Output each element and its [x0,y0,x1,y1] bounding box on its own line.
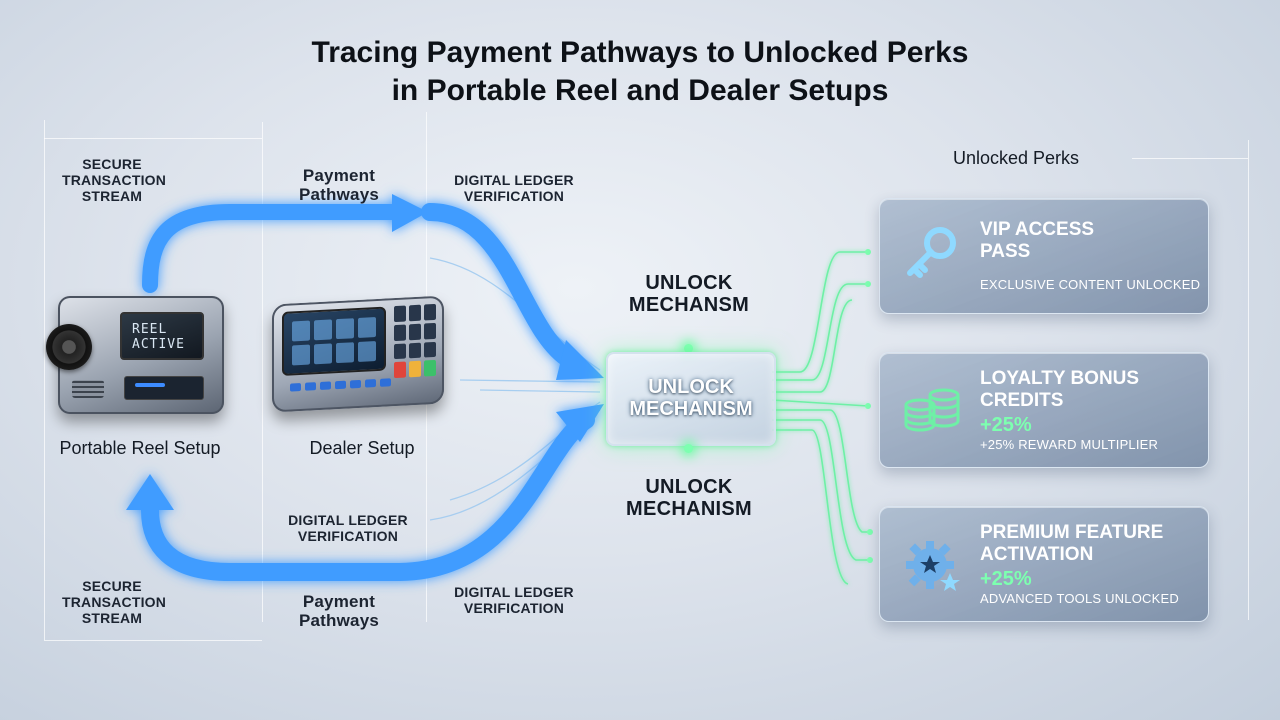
reel-vent [72,380,104,398]
digital-ledger-label-middle: DIGITAL LEDGER VERIFICATION [288,512,408,544]
glow-dot-bottom [684,444,693,453]
arrow-head-unlock-top [556,340,604,380]
arrow-head-reel-return [126,474,174,510]
guide-line [44,138,262,139]
dealer-function-keys [290,378,391,392]
payment-pathway-top [142,204,403,293]
perk-bonus: +25% [980,414,1032,436]
guide-line [44,120,45,640]
perk-description: EXCLUSIVE CONTENT UNLOCKED [980,277,1201,292]
digital-ledger-label-bottom: DIGITAL LEDGER VERIFICATION [454,584,574,616]
payment-pathway-top-to-unlock [421,203,579,369]
coins-icon [904,388,960,432]
arrow-head-top [392,194,428,232]
secure-transaction-stream-label-top: SECURE TRANSACTION STREAM [62,156,167,204]
guide-line [1132,158,1248,159]
dealer-setup-label: Dealer Setup [309,438,415,458]
digital-ledger-label-top: DIGITAL LEDGER VERIFICATION [454,172,574,204]
perk-bonus: +25% [980,568,1032,590]
reel-screen: REEL ACTIVE [120,312,204,360]
guide-line [262,122,263,622]
unlock-mechanism-bottom-label: UNLOCK MECHANISM [625,476,753,520]
diagram-title: Tracing Payment Pathways to Unlocked Per… [0,34,1280,110]
title-line-2: in Portable Reel and Dealer Setups [391,74,889,107]
perk-description: ADVANCED TOOLS UNLOCKED [980,591,1179,606]
guide-line [1248,140,1249,620]
portable-reel-device: REEL ACTIVE [46,296,224,414]
portable-reel-label: Portable Reel Setup [59,438,221,458]
arrow-head-unlock-bottom [556,404,604,442]
secure-transaction-stream-label-bottom: SECURE TRANSACTION STREAM [62,578,167,626]
perk-card-premium-feature: PREMIUM FEATURE ACTIVATION +25% ADVANCED… [879,506,1209,622]
perk-title: PREMIUM FEATURE ACTIVATION [980,522,1164,565]
guide-line [44,640,262,641]
payment-pathway-bottom [141,411,595,581]
dealer-screen [282,306,386,376]
unlock-mechanism-top-label: UNLOCK MECHANSM [628,272,750,316]
glow-dot-top [684,344,693,353]
perk-card-loyalty-bonus: LOYALTY BONUS CREDITS +25% +25% REWARD M… [879,352,1209,468]
perk-title: VIP ACCESS PASS [980,219,1095,262]
reel-card-slot [124,376,204,400]
payment-pathways-label-bottom: Payment Pathways [298,592,380,630]
unlock-mechanism-box: UNLOCK MECHANISM [606,352,776,446]
dealer-terminal-device [272,295,444,413]
perk-title: LOYALTY BONUS CREDITS [980,368,1140,411]
title-line-1: Tracing Payment Pathways to Unlocked Per… [311,36,969,69]
reel-knob-icon [46,324,92,370]
unlocked-perks-heading: Unlocked Perks [953,148,1080,168]
key-icon [907,227,956,278]
gear-star-icon [906,541,960,591]
perk-card-vip-access: VIP ACCESS PASS EXCLUSIVE CONTENT UNLOCK… [879,198,1209,314]
dealer-keypad [394,303,436,379]
perk-description: +25% REWARD MULTIPLIER [980,437,1159,452]
payment-pathways-label-top: Payment Pathways [298,166,380,204]
